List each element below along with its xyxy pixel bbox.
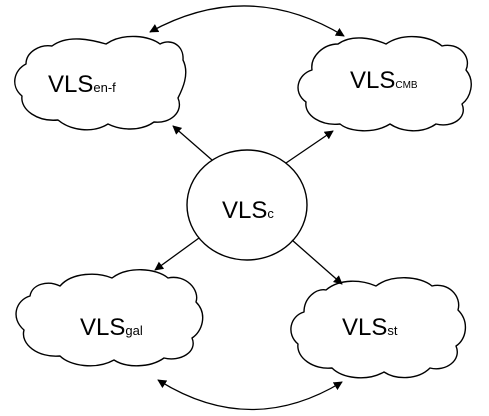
arrow-to-en-f [172,125,213,161]
cmb-main-text: VLS [350,67,395,94]
center-sub-text: c [267,206,274,221]
center-node: VLSc [186,149,308,261]
cloud-cmb-label: VLSCMB [350,67,418,94]
center-main-text: VLS [222,197,267,224]
cloud-cmb-shape [297,36,472,132]
cloud-gal-shape [15,269,204,367]
cloud-gal-label: VLSgal [80,314,143,341]
gal-main-text: VLS [80,314,125,341]
curved-arrow-top [149,5,345,37]
curved-arrow-bottom [157,379,343,411]
center-circle [186,149,308,261]
cloud-st-label: VLSst [342,314,398,341]
cloud-node-cmb: VLSCMB [297,36,472,132]
cloud-en-f-label: VLSen-f [48,71,116,98]
cloud-node-gal: VLSgal [15,269,204,367]
center-label: VLSc [222,197,274,224]
cloud-st-shape [290,277,466,379]
arrow-to-st [291,239,343,285]
arrow-to-cmb [285,130,334,164]
cloud-node-en-f: VLSen-f [14,35,187,131]
st-main-text: VLS [342,314,387,341]
en-f-main-text: VLS [48,71,93,98]
en-f-sub-text: en-f [93,80,116,95]
cloud-node-st: VLSst [290,277,466,379]
st-sub-text: st [387,323,398,338]
arrow-to-gal [154,237,200,271]
gal-sub-text: gal [125,323,142,338]
cloud-en-f-shape [14,35,187,131]
cmb-sub-text: CMB [395,80,418,91]
